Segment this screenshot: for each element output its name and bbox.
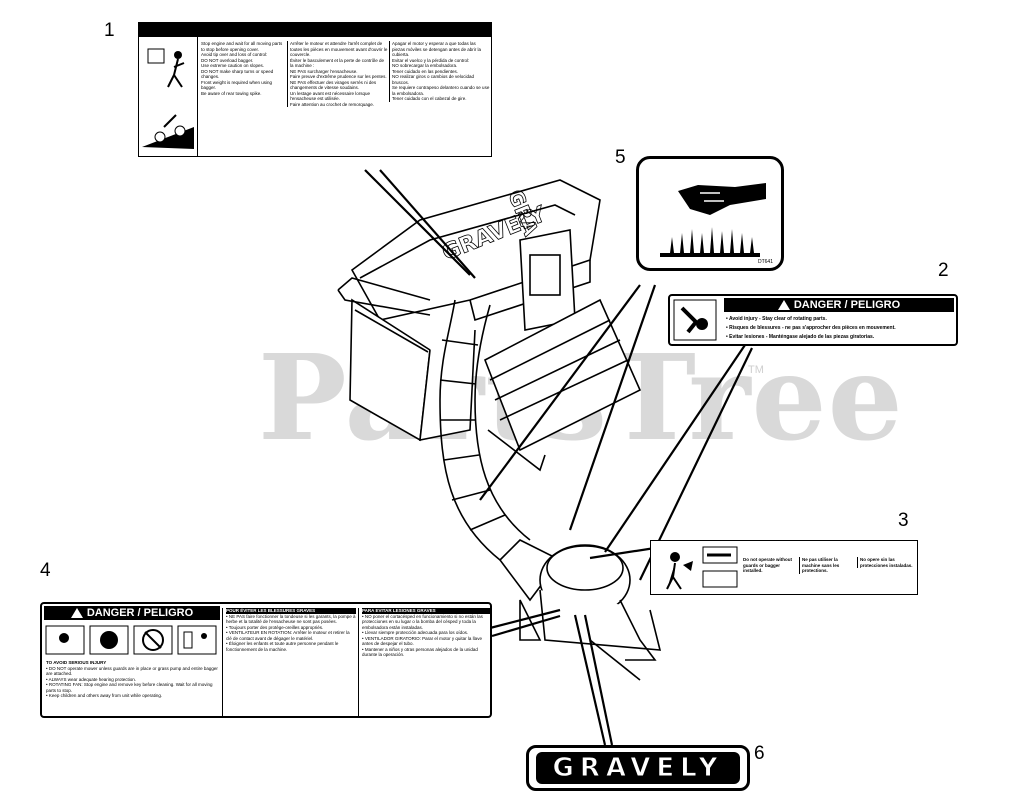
- decal-1-en-line: Avoid tip over and loss of control:: [201, 52, 268, 57]
- decal-4-title: DANGER / PELIGRO: [86, 607, 194, 619]
- decal-5-code: DT641: [757, 259, 773, 265]
- decal-1-en-line: Use extreme caution on slopes.: [201, 63, 265, 68]
- decal-1-es-line: NO realizar giros o cambios de velocidad…: [392, 74, 475, 85]
- warning-triangle-icon: [70, 608, 83, 618]
- decal-4-safety-icons: [45, 625, 217, 655]
- decal-4-es-line: • Mantener a niños y otras personas alej…: [362, 646, 478, 658]
- decal-1-en-line: DO NOT make sharp turns or speed changes…: [201, 68, 274, 80]
- decal-1-fr-line: Arrêter le moteur et attendre l'arrêt co…: [290, 41, 388, 57]
- crush-hazard-icon: [147, 48, 185, 88]
- decal-1-es-line: Apagar el motor y esperar a que todas la…: [392, 41, 482, 57]
- gravely-brand-text: GRAVELY: [552, 753, 724, 784]
- decal-4-heading-fr: POUR ÉVITER LES BLESSURES GRAVES: [226, 608, 356, 614]
- decal-1-bagger-warning: Stop engine and wait for all moving part…: [138, 22, 492, 157]
- callout-6: 6: [754, 743, 765, 764]
- decal-1-fr-line: Éviter le basculement et la perte de con…: [290, 57, 385, 69]
- decal-2-rotating-parts: DANGER / PELIGRO • Avoid injury - Stay c…: [668, 294, 958, 346]
- decal-2-line: • Evitar lesiones - Manténgase alejado d…: [726, 334, 875, 340]
- decal-5-hand-hazard: DT641: [636, 156, 784, 271]
- decal-2-line: • Avoid injury - Stay clear of rotating …: [726, 316, 827, 322]
- decal-4-heading-es: PARA EVITAR LESIONES GRAVES: [362, 608, 490, 614]
- warning-triangle-icon: [777, 300, 790, 310]
- decal-2-title: DANGER / PELIGRO: [793, 299, 901, 311]
- decal-1-fr-line: Faire attention au crochet de remorquage…: [290, 101, 375, 107]
- decal-6-gravely-logo: GRAVELY: [526, 745, 750, 791]
- callout-2: 2: [938, 260, 949, 281]
- decal-4-heading-en: TO AVOID SERIOUS INJURY: [46, 660, 107, 665]
- callout-3: 3: [898, 510, 909, 531]
- decal-1-es-line: Se requiere contrapeso delantero cuando …: [392, 85, 490, 96]
- decal-4-danger: DANGER / PELIGRO TO AVOID SERIOUS INJURY…: [40, 602, 492, 718]
- hand-entanglement-icon: [660, 183, 766, 257]
- decal-4-en-line: • Keep children and others away from uni…: [46, 693, 163, 698]
- decal-4-es-line: • VENTILADOR GIRATORIO: Parar el motor y…: [362, 635, 482, 647]
- decal-1-es-line: NO sobrecargar la embolsadora.: [392, 63, 458, 68]
- decal-3-es: No opere sin las protecciones instaladas…: [857, 557, 917, 568]
- decal-4-en-line: • ROTATING FAN: Stop engine and remove k…: [46, 682, 213, 693]
- decal-4-en-line: • ALWAYS wear adequate hearing protectio…: [46, 676, 137, 682]
- guard-icon: [702, 546, 738, 588]
- decal-3-en: Do not operate without guards or bagger …: [743, 557, 792, 573]
- decal-1-fr-line: Faire preuve d'extrême prudence sur les …: [290, 74, 387, 79]
- thrown-objects-icon: [666, 552, 693, 590]
- decal-1-fr-line: Un lestage avant est nécessaire lorsque …: [290, 90, 371, 102]
- callout-1: 1: [104, 20, 115, 41]
- decal-1-en-line: DO NOT overload bagger.: [201, 57, 254, 63]
- rotating-parts-icon: [673, 299, 717, 341]
- decal-1-en-line: Be aware of rear towing spike.: [201, 90, 262, 96]
- tipover-hazard-icon: [142, 114, 194, 149]
- decal-4-fr-line: • Toujours porter des protège-oreilles a…: [226, 624, 324, 630]
- decal-1-es-line: Tener cuidado en las pendientes.: [392, 68, 459, 74]
- callout-5: 5: [615, 147, 626, 168]
- decal-1-en-line: Front weight is required when using bagg…: [201, 79, 273, 91]
- decal-3-guards: Do not operate without guards or bagger …: [650, 540, 918, 595]
- decal-1-fr-line: NE PAS surcharger l'ensacheuse.: [290, 68, 358, 74]
- decal-4-fr-line: • VENTILATEUR EN ROTATION: Arrêter le mo…: [226, 630, 350, 641]
- decal-4-es-line: • NO poner el cortacésped en funcionamie…: [362, 613, 483, 630]
- decal-1-fr-line: NE PAS effectuer des virages serrés ni d…: [290, 79, 377, 91]
- decal-1-en-line: Stop engine and wait for all moving part…: [201, 41, 283, 52]
- decal-4-en-line: • DO NOT operate mower unless guards are…: [46, 665, 218, 677]
- decal-4-es-line: • Llevar siempre protección adecuada par…: [362, 630, 469, 635]
- watermark-trademark: TM: [748, 364, 764, 376]
- decal-4-fr-line: • NE PAS faire fonctionner la tondeuse s…: [226, 613, 356, 625]
- callout-4: 4: [40, 560, 51, 581]
- decal-4-fr-line: • Éloigner les enfants et toute autre pe…: [226, 641, 339, 652]
- decal-2-line: • Risques de blessures - ne pas s'approc…: [726, 325, 896, 331]
- decal-1-es-line: Tener cuidado con el cabezal de gire.: [392, 96, 467, 101]
- decal-3-fr: Ne pas utiliser la machine sans les prot…: [799, 557, 856, 574]
- decal-1-es-line: Evitar el vuelco y la pérdida de control…: [392, 57, 470, 63]
